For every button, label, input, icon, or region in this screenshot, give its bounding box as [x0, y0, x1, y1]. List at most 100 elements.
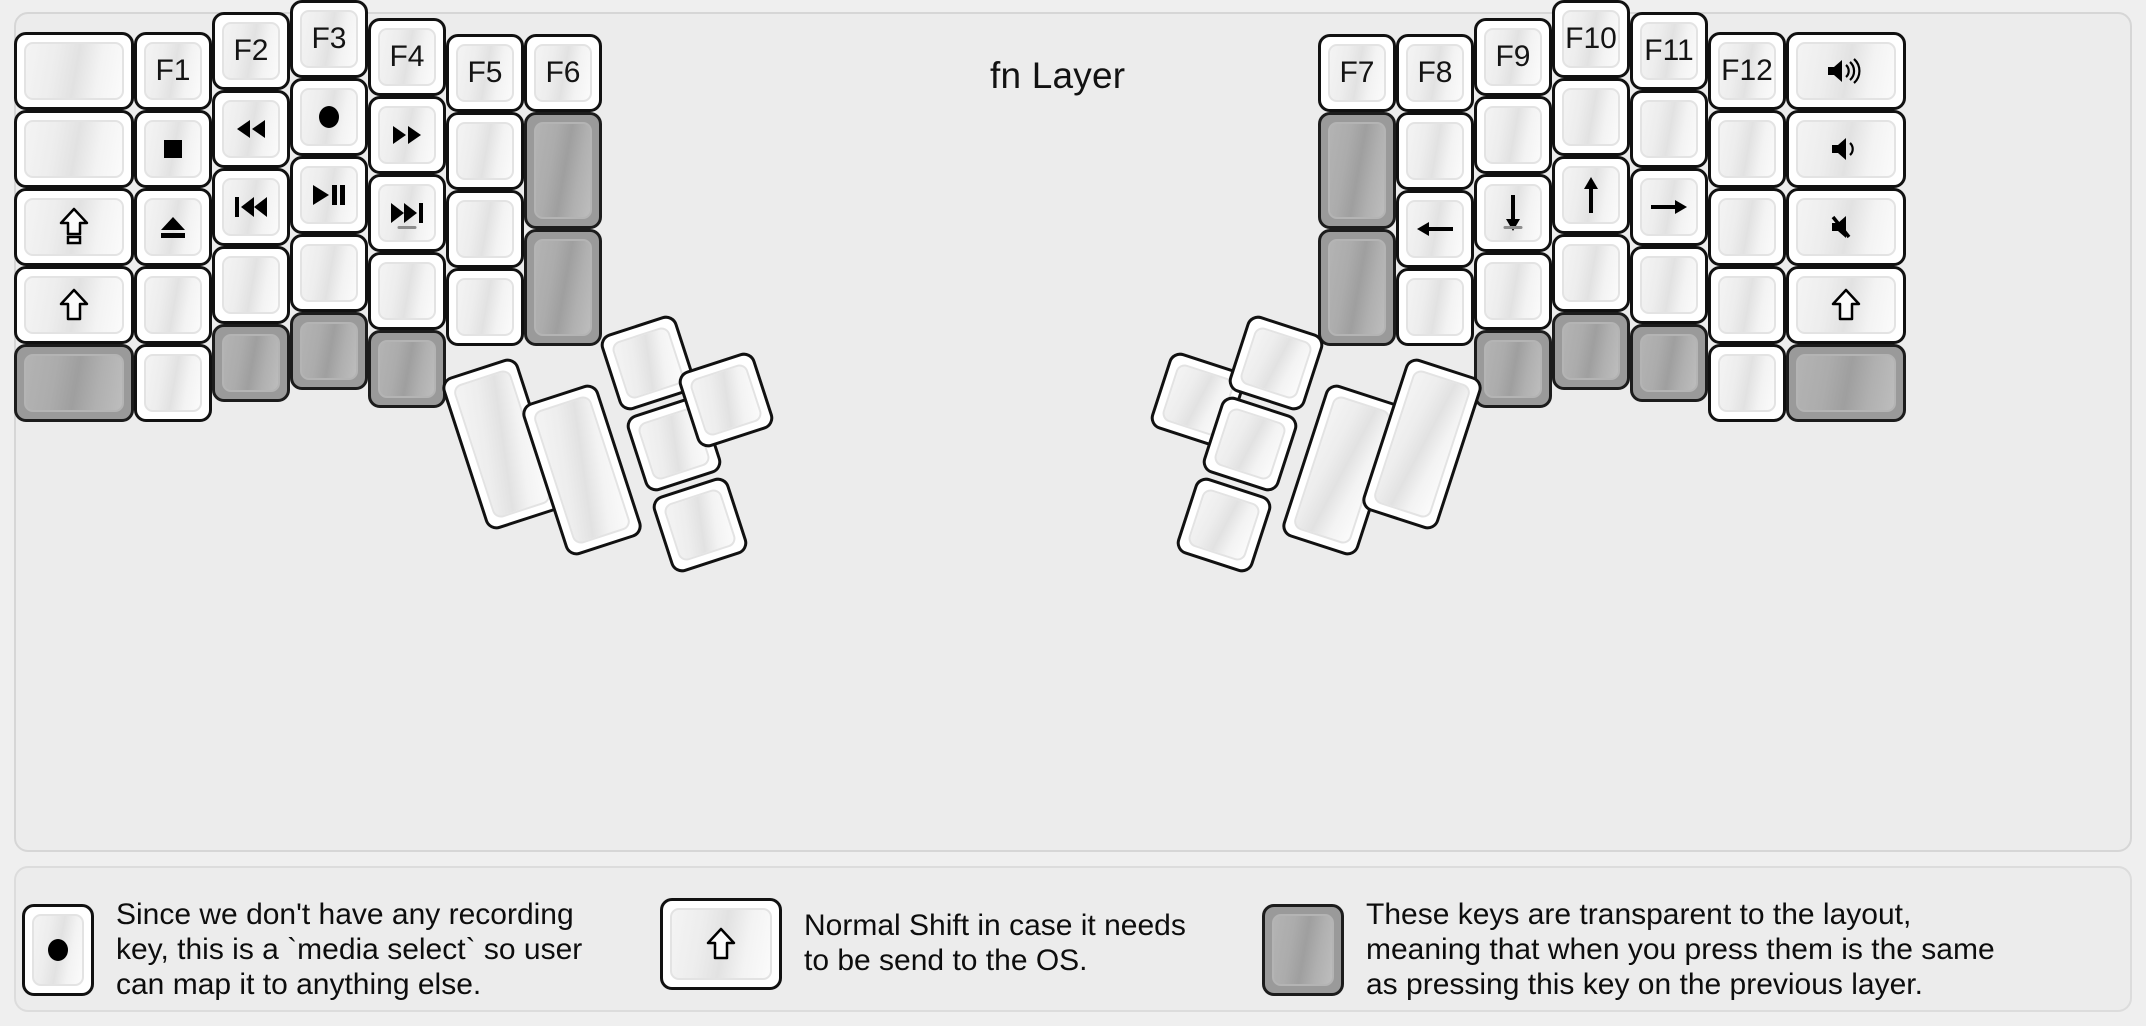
keycap-surface: F9 [1484, 28, 1542, 86]
key-right-right[interactable] [1630, 168, 1708, 246]
shift-arrow-icon [59, 288, 89, 322]
keycap-surface [24, 276, 124, 334]
key-left-c0-r0[interactable] [14, 32, 134, 110]
keycap-surface [144, 120, 202, 178]
keycap-surface [534, 122, 592, 219]
key-right-c0-r1[interactable] [1318, 112, 1396, 229]
keycap-surface [1796, 198, 1896, 256]
key-right-mute[interactable] [1786, 188, 1906, 266]
key-right-c5-r1[interactable] [1708, 110, 1786, 188]
key-right-c2-r1[interactable] [1474, 96, 1552, 174]
key-left-record[interactable] [290, 78, 368, 156]
keycap-surface [300, 244, 358, 302]
key-right-f8[interactable]: F8 [1396, 34, 1474, 112]
key-left-f6[interactable]: F6 [524, 34, 602, 112]
homing-bar-icon [1503, 226, 1523, 229]
keycap-label: F11 [1644, 34, 1694, 67]
key-right-c5-r4[interactable] [1708, 344, 1786, 422]
homing-bar-icon [397, 226, 417, 229]
keycap-label: F9 [1495, 40, 1531, 73]
key-left-c1-r4[interactable] [134, 344, 212, 422]
legend-sample-key-0 [22, 904, 94, 997]
key-right-c3-r4[interactable] [1552, 312, 1630, 390]
key-left-c6-r1[interactable] [524, 112, 602, 229]
key-left-f1[interactable]: F1 [134, 32, 212, 110]
keycap-surface: F3 [300, 10, 358, 68]
keycap-surface: F12 [1718, 42, 1776, 100]
key-left-prev[interactable] [212, 168, 290, 246]
key-right-c0-r2[interactable] [1318, 229, 1396, 346]
key-left-f2[interactable]: F2 [212, 12, 290, 90]
media-forward-icon [390, 124, 424, 146]
key-left-c4-r4[interactable] [368, 330, 446, 408]
key-left-c0-r3[interactable] [14, 266, 134, 344]
legend-panel [14, 866, 2132, 1012]
key-right-f7[interactable]: F7 [1318, 34, 1396, 112]
key-left-c1-r3[interactable] [134, 266, 212, 344]
key-left-c2-r3[interactable] [212, 246, 290, 324]
keycap-surface [1406, 278, 1464, 336]
keycap-label: F12 [1721, 54, 1773, 87]
key-right-f12[interactable]: F12 [1708, 32, 1786, 110]
arrow-right-icon [1649, 195, 1689, 219]
key-right-f10[interactable]: F10 [1552, 0, 1630, 78]
arrow-left-icon [1415, 217, 1455, 241]
key-left-c3-r4[interactable] [290, 312, 368, 390]
key-left-c0-r4[interactable] [14, 344, 134, 422]
key-right-f11[interactable]: F11 [1630, 12, 1708, 90]
legend-description-2: These keys are transparent to the layout… [1366, 898, 1995, 1001]
keycap-surface [456, 278, 514, 336]
key-left-c0-r1[interactable] [14, 110, 134, 188]
key-right-c2-r4[interactable] [1474, 330, 1552, 408]
key-right-c4-r4[interactable] [1630, 324, 1708, 402]
volume-up-icon [1825, 57, 1867, 85]
key-left-f4[interactable]: F4 [368, 18, 446, 96]
key-left-c5-r3[interactable] [446, 268, 524, 346]
key-left-f3[interactable]: F3 [290, 0, 368, 78]
key-left-c4-r3[interactable] [368, 252, 446, 330]
keycap-surface [1640, 256, 1698, 314]
key-right-c1-r1[interactable] [1396, 112, 1474, 190]
key-right-c2-r3[interactable] [1474, 252, 1552, 330]
key-left-c0-r2[interactable] [14, 188, 134, 266]
keycap-surface [1796, 42, 1896, 100]
key-right-f9[interactable]: F9 [1474, 18, 1552, 96]
key-right-c5-r2[interactable] [1708, 188, 1786, 266]
keycap-surface [222, 100, 280, 158]
key-right-volup[interactable] [1786, 32, 1906, 110]
media-rewind-icon [234, 118, 268, 140]
key-left-c6-r2[interactable] [524, 229, 602, 346]
key-left-next[interactable] [368, 174, 446, 252]
keycap-surface [378, 262, 436, 320]
keycap-surface [670, 908, 772, 980]
key-left-c3-r3[interactable] [290, 234, 368, 312]
keycap-label: F8 [1417, 56, 1453, 89]
key-right-c6-r4[interactable] [1786, 344, 1906, 422]
key-left-playpause[interactable] [290, 156, 368, 234]
key-left-eject[interactable] [134, 188, 212, 266]
keycap-surface [534, 239, 592, 336]
key-right-up[interactable] [1552, 156, 1630, 234]
key-right-c4-r1[interactable] [1630, 90, 1708, 168]
key-left-c2-r4[interactable] [212, 324, 290, 402]
key-right-shift[interactable] [1786, 266, 1906, 344]
key-right-c3-r3[interactable] [1552, 234, 1630, 312]
keycap-surface [378, 106, 436, 164]
key-left-forward[interactable] [368, 96, 446, 174]
key-left-stop[interactable] [134, 110, 212, 188]
keycap-label: F1 [155, 54, 191, 87]
media-next-icon [388, 201, 426, 225]
key-left-rewind[interactable] [212, 90, 290, 168]
keycap-surface [1640, 178, 1698, 236]
key-right-left[interactable] [1396, 190, 1474, 268]
key-right-c3-r1[interactable] [1552, 78, 1630, 156]
key-right-c4-r3[interactable] [1630, 246, 1708, 324]
key-right-c1-r3[interactable] [1396, 268, 1474, 346]
key-right-down[interactable] [1474, 174, 1552, 252]
keycap-surface: F4 [378, 28, 436, 86]
key-left-c5-r1[interactable] [446, 112, 524, 190]
key-right-voldown[interactable] [1786, 110, 1906, 188]
key-left-f5[interactable]: F5 [446, 34, 524, 112]
key-right-c5-r3[interactable] [1708, 266, 1786, 344]
key-left-c5-r2[interactable] [446, 190, 524, 268]
